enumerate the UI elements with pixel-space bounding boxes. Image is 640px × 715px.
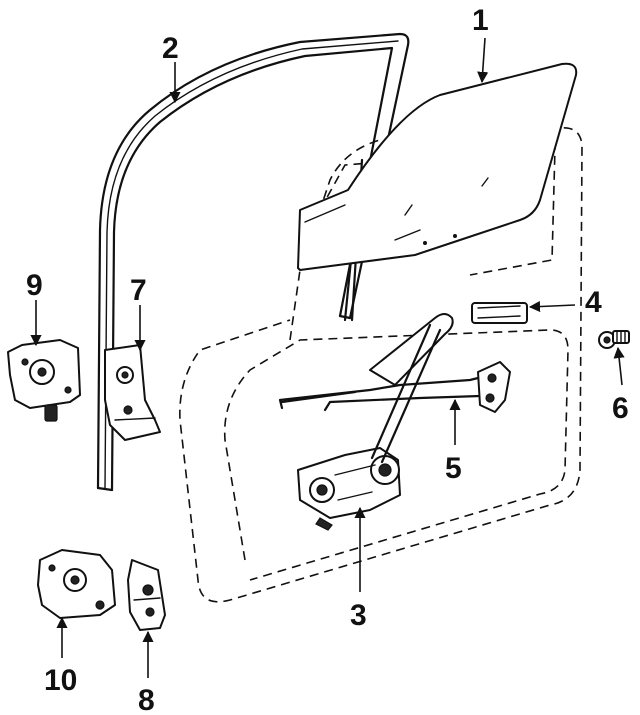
callout-9: 9 [26, 269, 43, 302]
upper-hinge-body-side [104, 344, 161, 441]
callout-5: 5 [445, 452, 462, 485]
callout-6: 6 [612, 392, 629, 425]
lower-hinge-door-side [37, 549, 116, 619]
callout-2: 2 [162, 32, 179, 65]
door-clip-strip [471, 302, 528, 324]
upper-hinge-door-side [7, 339, 81, 422]
bolt-fastener [598, 330, 630, 349]
callout-1: 1 [472, 4, 489, 37]
leader-lines [30, 37, 625, 678]
callout-7: 7 [130, 274, 147, 307]
callout-3: 3 [350, 599, 367, 632]
window-glass [297, 62, 578, 271]
linkage-rod [278, 361, 511, 413]
callout-10: 10 [44, 664, 77, 697]
door-frame-channel [96, 32, 410, 492]
callout-labels: 1 2 3 4 5 6 7 8 9 10 [26, 4, 629, 715]
callout-4: 4 [585, 286, 602, 319]
window-regulator [297, 313, 454, 531]
lower-hinge-body-side [127, 559, 166, 631]
callout-8: 8 [138, 684, 155, 715]
